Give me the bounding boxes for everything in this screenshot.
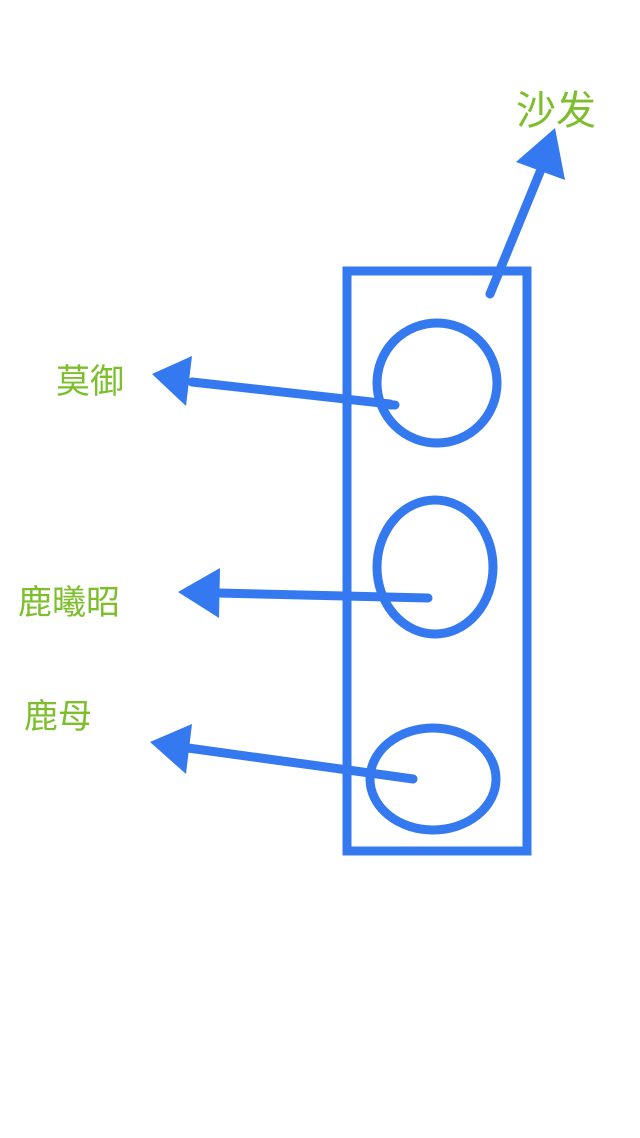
arrow-sofa xyxy=(485,128,565,299)
person-circle-top xyxy=(372,318,502,448)
arrow-lu-xizhao xyxy=(178,568,433,618)
sofa-rectangle xyxy=(342,266,532,856)
arrow-mo-yu xyxy=(152,356,400,410)
person-circle-bottom xyxy=(365,723,501,835)
label-mo-yu: 莫御 xyxy=(56,362,124,402)
label-lu-mu: 鹿母 xyxy=(24,697,92,737)
arrow-lu-mu xyxy=(150,724,418,784)
label-sofa: 沙发 xyxy=(516,88,596,134)
label-lu-xizhao: 鹿曦昭 xyxy=(18,583,120,623)
person-circle-middle xyxy=(372,495,498,639)
